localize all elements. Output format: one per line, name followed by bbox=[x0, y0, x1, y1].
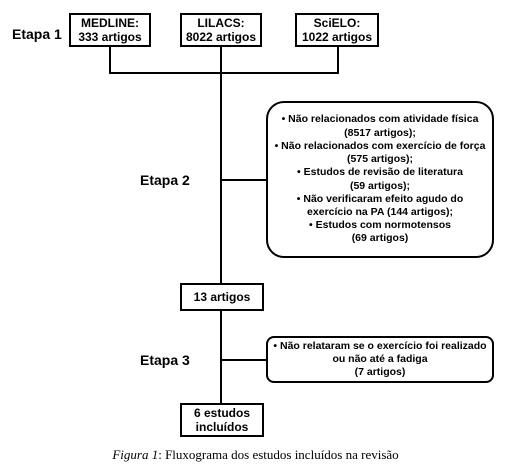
connector-exclusion1-branch bbox=[220, 179, 268, 181]
final-box-included-studies: 6 estudos incluídos bbox=[180, 403, 264, 437]
exclusion-line: (59 artigos); bbox=[349, 179, 411, 192]
source-count: 8022 artigos bbox=[185, 30, 257, 44]
connector-lilacs-down bbox=[220, 46, 222, 73]
caption-label: Figura 1 bbox=[112, 447, 159, 462]
figure-caption: Figura 1: Fluxograma dos estudos incluíd… bbox=[0, 447, 511, 463]
exclusion-box-stage-3: • Não relataram se o exercício foi reali… bbox=[266, 336, 494, 383]
exclusion-line: • Não relacionados com exercício de forç… bbox=[274, 139, 486, 152]
exclusion-line: (8517 artigos); bbox=[344, 126, 416, 139]
exclusion-line: (7 artigos) bbox=[354, 366, 406, 379]
connector-scielo-down bbox=[337, 46, 339, 73]
stage-label-2: Etapa 2 bbox=[140, 172, 190, 188]
source-box-medline: MEDLINE: 333 artigos bbox=[69, 13, 151, 47]
source-count: 1022 artigos bbox=[301, 30, 373, 44]
source-name: SciELO: bbox=[313, 16, 361, 30]
exclusion-box-stage-2: • Não relacionados com atividade física … bbox=[266, 101, 494, 258]
exclusion-line: • Não relacionados com atividade física bbox=[281, 113, 479, 126]
final-label: incluídos bbox=[195, 420, 249, 434]
exclusion-line: (575 artigos); bbox=[347, 153, 413, 166]
source-box-scielo: SciELO: 1022 artigos bbox=[295, 13, 379, 47]
caption-text: : Fluxograma dos estudos incluídos na re… bbox=[158, 447, 399, 462]
source-count: 333 artigos bbox=[78, 30, 142, 44]
stage-label-1: Etapa 1 bbox=[12, 26, 62, 42]
connector-medline-down bbox=[109, 46, 111, 73]
exclusion-line: ou não até a fadiga bbox=[332, 352, 428, 365]
exclusion-line: • Estudos com normotensos bbox=[309, 219, 451, 232]
exclusion-line: (69 artigos) bbox=[351, 232, 409, 245]
final-count: 6 estudos bbox=[193, 406, 250, 420]
exclusion-line: • Estudos de revisão de literatura bbox=[297, 166, 463, 179]
exclusion-line: exercício na PA (144 artigos); bbox=[307, 205, 453, 218]
connector-main-vertical-1 bbox=[220, 72, 222, 284]
connector-exclusion2-branch bbox=[220, 359, 268, 361]
connector-merge-horizontal bbox=[109, 72, 339, 74]
stage-label-3: Etapa 3 bbox=[140, 352, 190, 368]
connector-main-vertical-2 bbox=[220, 310, 222, 404]
result-count: 13 artigos bbox=[193, 290, 251, 304]
result-box-13-artigos: 13 artigos bbox=[180, 283, 264, 311]
source-name: MEDLINE: bbox=[81, 16, 139, 30]
source-name: LILACS: bbox=[197, 16, 245, 30]
exclusion-line: • Não verificaram efeito agudo do bbox=[296, 192, 464, 205]
source-box-lilacs: LILACS: 8022 artigos bbox=[180, 13, 262, 47]
exclusion-line: • Não relataram se o exercício foi reali… bbox=[273, 339, 487, 352]
